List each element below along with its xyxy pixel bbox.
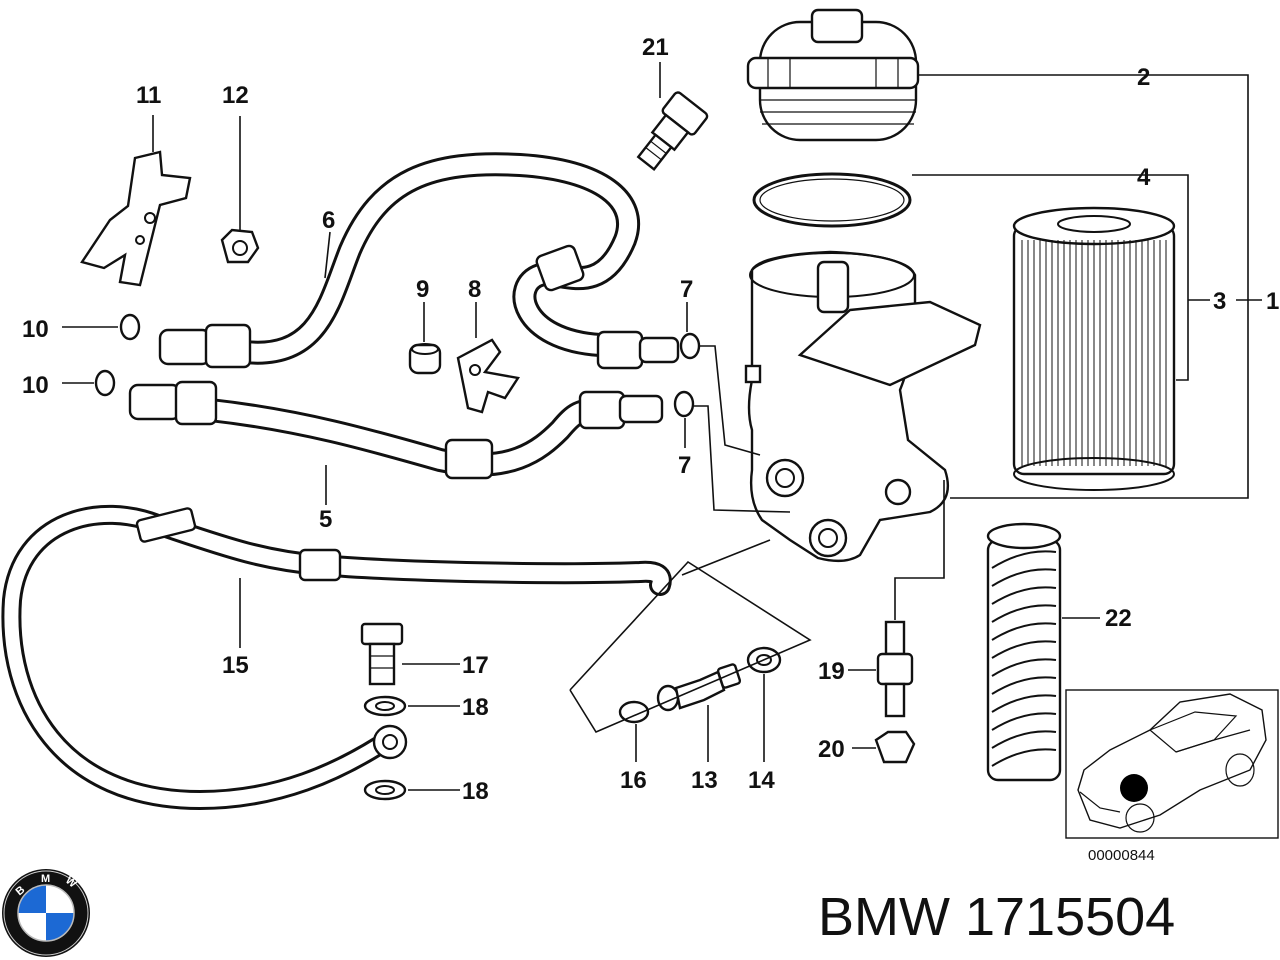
hose-upper — [158, 152, 680, 370]
filter-housing — [744, 250, 982, 563]
callout-5: 5 — [319, 506, 332, 533]
callout-9: 9 — [416, 276, 429, 303]
callout-20: 20 — [818, 736, 845, 763]
o-ring — [752, 172, 912, 228]
bracket — [80, 150, 192, 287]
callout-15: 15 — [222, 652, 249, 679]
seal-ring-lower — [94, 369, 116, 397]
callout-1: 1 — [1266, 288, 1279, 315]
callout-22: 22 — [1105, 605, 1132, 632]
callout-18-upper: 18 — [462, 694, 489, 721]
drain-hose — [1, 504, 672, 810]
callout-17: 17 — [462, 652, 489, 679]
stud — [876, 620, 914, 718]
callout-19: 19 — [818, 658, 845, 685]
callout-11: 11 — [136, 82, 161, 109]
bushing — [408, 343, 442, 375]
callout-13: 13 — [691, 767, 718, 794]
seal-ring-7-lower — [673, 390, 695, 418]
vehicle-locator-inset — [1065, 689, 1279, 839]
hose-lower — [128, 380, 664, 480]
callout-6: 6 — [322, 207, 335, 234]
hex-nut — [220, 228, 260, 264]
oil-sensor — [636, 91, 709, 171]
callout-2: 2 — [1137, 64, 1150, 91]
callout-10-upper: 10 — [22, 316, 49, 343]
callout-21: 21 — [642, 34, 669, 61]
flange-nut — [874, 730, 916, 764]
part-number-title: BMW 1715504 — [818, 887, 1175, 947]
callout-7-upper: 7 — [680, 276, 693, 303]
callout-14: 14 — [748, 767, 775, 794]
callout-4: 4 — [1137, 164, 1151, 191]
clip-plate — [456, 338, 520, 414]
filter-element — [1012, 206, 1176, 491]
svg-text:M: M — [41, 873, 50, 885]
washer-lower — [363, 779, 407, 801]
spring-cover — [986, 522, 1062, 782]
banjo-bolt — [360, 622, 404, 686]
drain-fitting — [618, 646, 782, 724]
inset-reference-number: 00000844 — [1088, 847, 1155, 864]
callout-12: 12 — [222, 82, 249, 109]
callout-18-lower: 18 — [462, 778, 489, 805]
callout-3: 3 — [1213, 288, 1226, 315]
callout-7-lower: 7 — [678, 452, 691, 479]
filter-cap — [746, 8, 920, 142]
callout-10-lower: 10 — [22, 372, 49, 399]
seal-ring-7-upper — [679, 332, 701, 360]
callout-labels: 1 2 3 4 5 6 7 7 8 9 10 10 11 12 13 14 15… — [22, 34, 1279, 805]
leader-lines — [62, 62, 1262, 791]
seal-ring-upper — [119, 313, 141, 341]
bmw-logo: B M W — [2, 869, 90, 957]
callout-16: 16 — [620, 767, 647, 794]
callout-8: 8 — [468, 276, 481, 303]
washer-upper — [363, 695, 407, 717]
